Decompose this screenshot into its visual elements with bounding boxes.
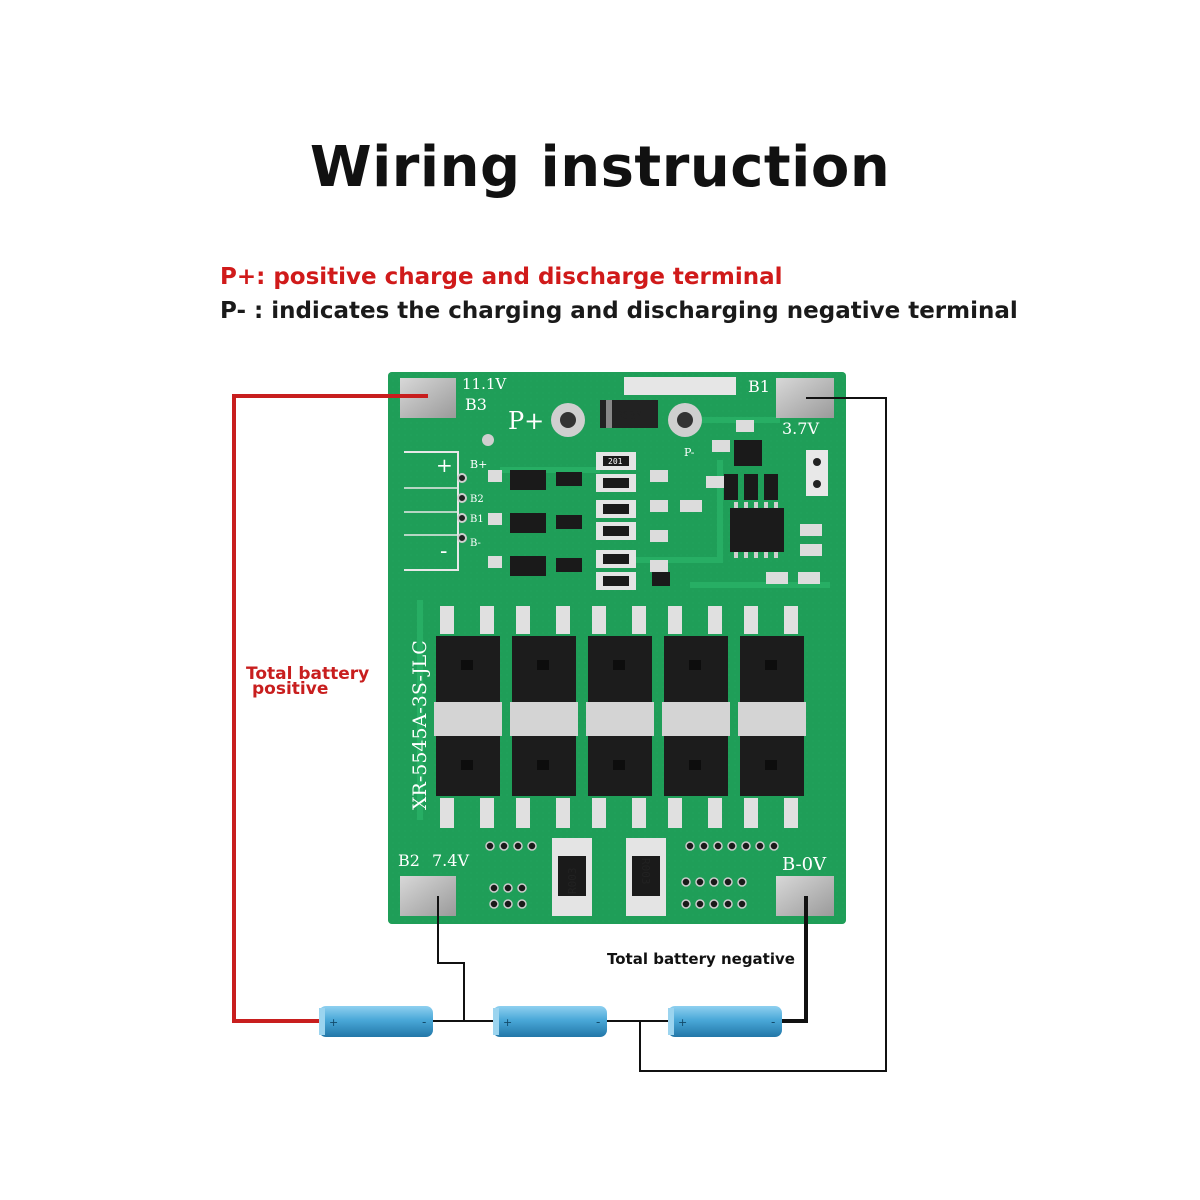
mosfet-mark xyxy=(537,660,549,670)
positive-wire xyxy=(232,394,428,1023)
battery-cell-1: + - xyxy=(319,1006,433,1037)
svg-text:-: - xyxy=(771,1015,775,1029)
mosfet-mark xyxy=(613,660,625,670)
negative-wire xyxy=(780,896,808,1023)
svg-text:+: + xyxy=(503,1016,512,1029)
mosfet-lead xyxy=(592,606,606,634)
svg-text:-: - xyxy=(422,1015,426,1029)
mosfet-mark xyxy=(537,760,549,770)
mosfet-mark xyxy=(461,660,473,670)
mosfet-lead xyxy=(668,798,682,828)
connector-minus-sign: - xyxy=(440,539,447,564)
mosfet-lead xyxy=(592,798,606,828)
connector-plus-sign: + xyxy=(436,453,453,477)
mosfet-lead xyxy=(480,606,494,634)
pcb-board: RS3M + - B+ B2 B1 B- xyxy=(388,372,846,924)
mosfet-tab xyxy=(586,702,654,736)
battery-cell-2: + - xyxy=(493,1006,607,1037)
p-minus-label: P- xyxy=(684,446,695,459)
shunt-label-2: R003 xyxy=(639,858,652,885)
mosfet-lead xyxy=(744,798,758,828)
pad-b2-voltage: 7.4V xyxy=(432,851,469,870)
legend-p-plus: P+: positive charge and discharge termin… xyxy=(220,264,783,290)
mosfet-lead xyxy=(744,606,758,634)
mosfet-lead xyxy=(480,798,494,828)
pad-b2-name: B2 xyxy=(398,851,420,870)
mosfet-lead xyxy=(632,798,646,828)
mosfet-lead xyxy=(556,606,570,634)
mosfet-lead xyxy=(516,606,530,634)
mosfet-lead xyxy=(668,606,682,634)
pad-b3-name: B3 xyxy=(465,395,487,414)
p-plus-label: P+ xyxy=(508,407,544,435)
mosfet-mark xyxy=(613,760,625,770)
mosfet-mark xyxy=(765,760,777,770)
mosfet-lead xyxy=(708,606,722,634)
svg-text:+: + xyxy=(329,1016,338,1029)
b1-wire xyxy=(606,397,887,1072)
mosfet-tab xyxy=(738,702,806,736)
mosfet-lead xyxy=(784,606,798,634)
mosfet-tab xyxy=(662,702,730,736)
mosfet-array xyxy=(434,606,806,828)
pad-bminus-label: B-0V xyxy=(782,854,827,875)
pad-b2 xyxy=(400,876,456,916)
mosfet-lead xyxy=(516,798,530,828)
resistor-code: 201 xyxy=(608,457,623,466)
pad-b3-voltage: 11.1V xyxy=(462,375,507,393)
mosfet-tab xyxy=(510,702,578,736)
board-model-label: XR-5545A-3S-JLC xyxy=(409,640,431,810)
pad-b1-name: B1 xyxy=(748,377,770,396)
protection-ic xyxy=(730,508,784,552)
mosfet-mark xyxy=(689,760,701,770)
total-negative-label: Total battery negative xyxy=(607,950,795,968)
legend-p-minus: P- : indicates the charging and discharg… xyxy=(220,298,1018,324)
diode-label: RS3M xyxy=(616,409,643,422)
shunt-label-1: R003 xyxy=(566,868,579,895)
pad-b1-voltage: 3.7V xyxy=(782,419,819,438)
svg-text:-: - xyxy=(596,1015,600,1029)
mosfet-mark xyxy=(689,660,701,670)
svg-text:+: + xyxy=(678,1016,687,1029)
page-title: Wiring instruction xyxy=(309,135,891,200)
mosfet-lead xyxy=(784,798,798,828)
balance-label-b2: B2 xyxy=(470,494,484,505)
mosfet-lead xyxy=(440,798,454,828)
mosfet-lead xyxy=(556,798,570,828)
balance-label-bplus: B+ xyxy=(470,458,487,471)
mosfet-lead xyxy=(632,606,646,634)
mosfet-lead xyxy=(708,798,722,828)
mosfet-mark xyxy=(461,760,473,770)
mosfet-lead xyxy=(440,606,454,634)
wiring xyxy=(232,394,887,1072)
mosfet-mark xyxy=(765,660,777,670)
balance-label-bminus: B- xyxy=(470,538,481,549)
mosfet-tab xyxy=(434,702,502,736)
battery-cell-3: + - xyxy=(668,1006,782,1037)
balance-label-b1: B1 xyxy=(470,514,484,525)
b2-wire xyxy=(437,896,465,1021)
